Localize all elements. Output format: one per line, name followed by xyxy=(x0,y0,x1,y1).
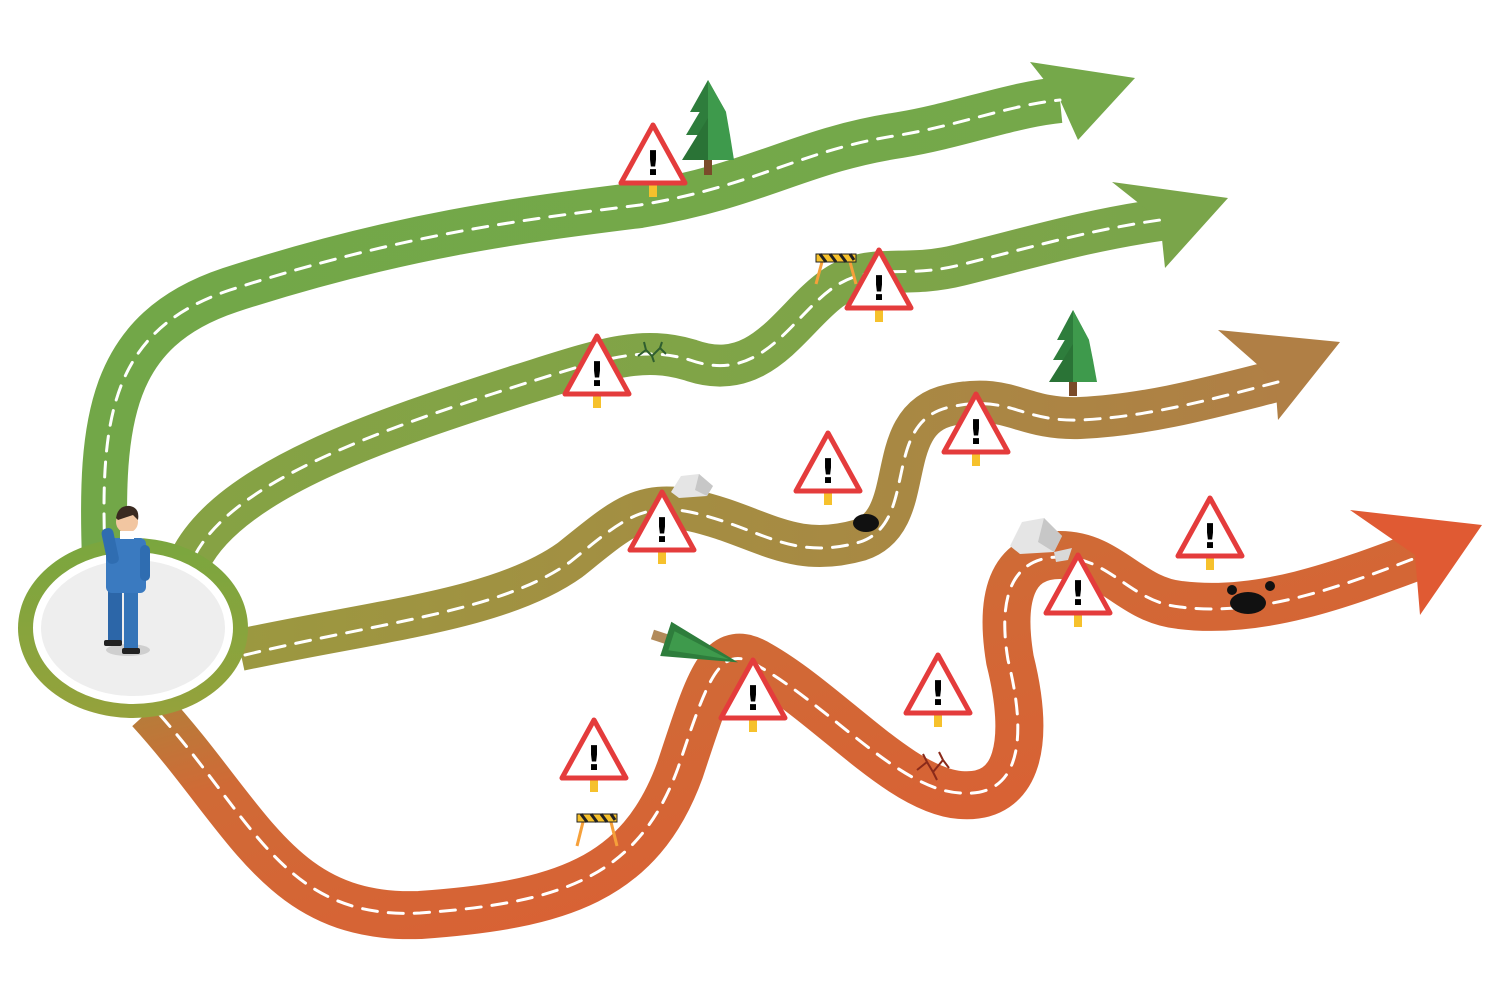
sign-triangle xyxy=(627,489,697,553)
warning-sign-icon: ! xyxy=(718,657,788,732)
warning-sign-icon: ! xyxy=(562,333,632,408)
sign-post xyxy=(1074,609,1082,627)
sign-triangle xyxy=(1043,552,1113,616)
warning-sign-icon: ! xyxy=(1175,495,1245,570)
warning-sign-icon: ! xyxy=(793,430,863,505)
sign-symbol: ! xyxy=(586,739,602,779)
sign-triangle xyxy=(559,717,629,781)
sign-symbol: ! xyxy=(871,269,887,309)
warning-sign-icon: ! xyxy=(1043,552,1113,627)
warning-sign-icon: ! xyxy=(903,652,973,727)
tree-icon xyxy=(1049,310,1097,396)
sign-symbol: ! xyxy=(654,511,670,551)
sign-triangle xyxy=(618,122,688,186)
crack-icon xyxy=(916,751,950,781)
sign-post xyxy=(972,448,980,466)
road-1-arrowhead xyxy=(1030,62,1135,140)
warning-sign-icon: ! xyxy=(941,391,1011,466)
sign-post xyxy=(824,487,832,505)
road-4-arrowhead xyxy=(1350,510,1482,615)
sign-post xyxy=(875,304,883,322)
sign-post xyxy=(749,714,757,732)
warning-sign-icon: ! xyxy=(618,122,688,197)
pothole-icon xyxy=(1227,581,1275,614)
sign-triangle xyxy=(562,333,632,397)
sign-post xyxy=(593,390,601,408)
fallen-tree-icon xyxy=(650,621,739,663)
sign-post xyxy=(658,546,666,564)
warning-sign-icon: ! xyxy=(844,247,914,322)
pothole-icon xyxy=(853,514,879,532)
sign-triangle xyxy=(903,652,973,716)
barrier-icon xyxy=(814,253,858,285)
sign-triangle xyxy=(718,657,788,721)
tree-icon xyxy=(682,80,734,175)
road-4 xyxy=(132,510,1482,940)
sign-triangle xyxy=(1175,495,1245,559)
sign-post xyxy=(1206,552,1214,570)
road-2 xyxy=(171,182,1228,571)
sign-symbol: ! xyxy=(745,679,761,719)
sign-triangle xyxy=(844,247,914,311)
barrier-icon xyxy=(575,813,619,847)
road-3 xyxy=(235,330,1340,671)
sign-symbol: ! xyxy=(1202,517,1218,557)
sign-symbol: ! xyxy=(820,452,836,492)
rock-icon xyxy=(1010,518,1072,562)
thinking-person-icon xyxy=(101,505,150,656)
sign-symbol: ! xyxy=(645,144,661,184)
road-1 xyxy=(81,62,1135,561)
sign-post xyxy=(934,709,942,727)
warning-sign-icon: ! xyxy=(559,717,629,792)
warning-signs: !!!!!!!!!!! xyxy=(559,122,1245,792)
road-2-arrowhead xyxy=(1112,182,1228,268)
sign-post xyxy=(590,774,598,792)
sign-triangle xyxy=(941,391,1011,455)
sign-symbol: ! xyxy=(1070,574,1086,614)
sign-symbol: ! xyxy=(589,355,605,395)
crack-icon xyxy=(637,341,667,363)
sign-triangle xyxy=(793,430,863,494)
rock-icon xyxy=(671,474,713,498)
road-3-arrowhead xyxy=(1218,330,1340,420)
sign-symbol: ! xyxy=(968,413,984,453)
sign-post xyxy=(649,179,657,197)
sign-symbol: ! xyxy=(930,674,946,714)
warning-sign-icon: ! xyxy=(627,489,697,564)
